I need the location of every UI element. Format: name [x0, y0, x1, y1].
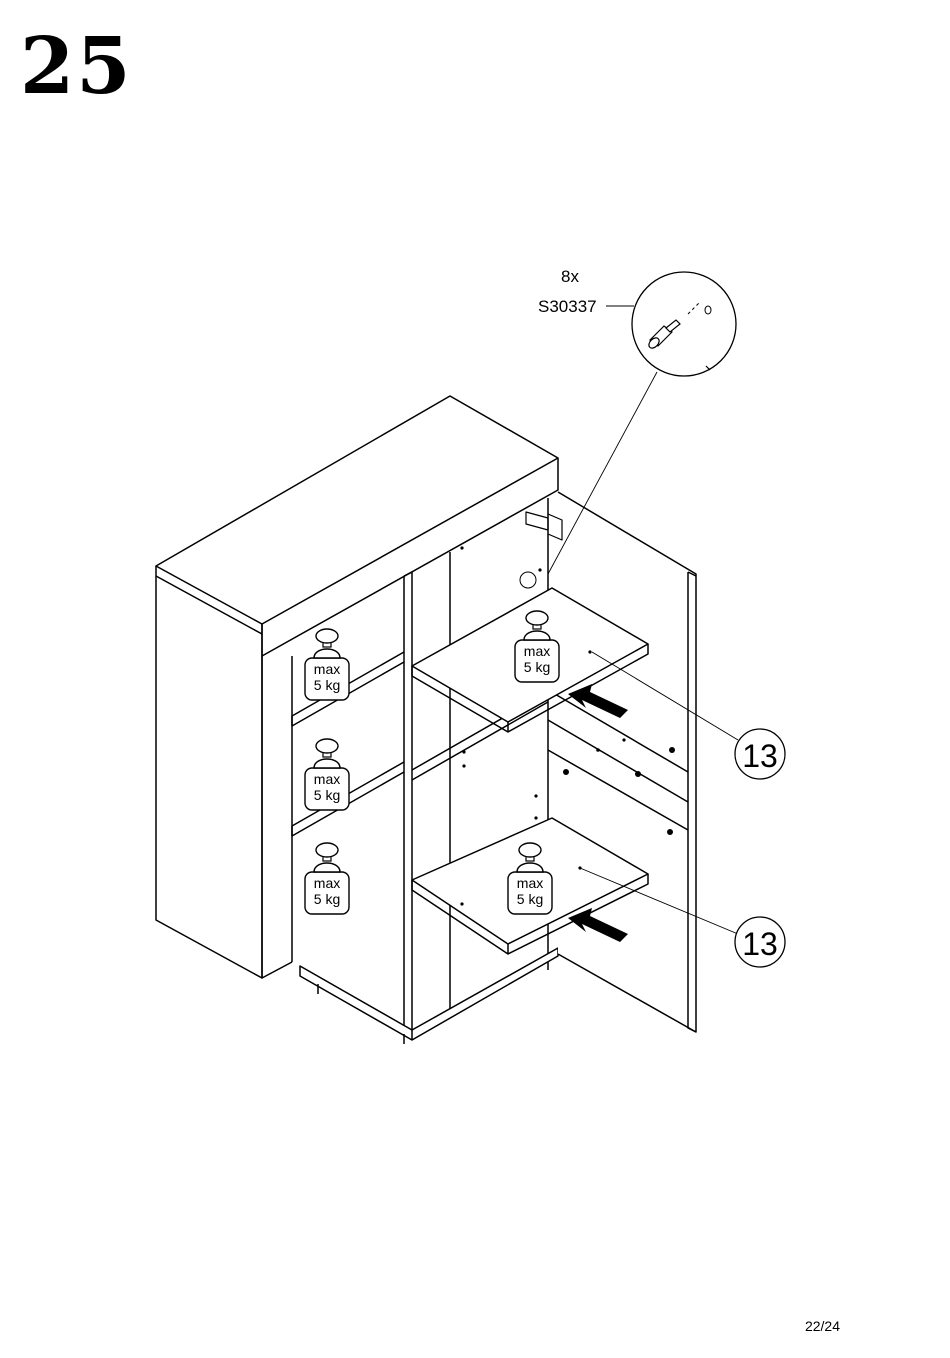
callout-label: 13 [742, 926, 778, 962]
weight-max-5kg: max 5 kg [304, 842, 350, 915]
page-counter: 22/24 [804, 1318, 840, 1334]
weight-max-5kg: max 5 kg [304, 628, 350, 701]
svg-text:max: max [314, 875, 340, 891]
callout-label: 13 [742, 738, 778, 774]
callout-13-upper: 13 [734, 728, 786, 780]
cabinet-base [299, 947, 559, 1041]
cabinet-door [557, 491, 697, 1033]
detail-circle [547, 271, 737, 575]
svg-text:max: max [517, 875, 543, 891]
door-hinge [525, 511, 563, 541]
weight-max-5kg: max 5 kg [304, 738, 350, 811]
weight-max-5kg: max 5 kg [514, 610, 560, 683]
weight-max-5kg: max 5 kg [507, 842, 553, 915]
cabinet-left-panel [155, 576, 263, 979]
svg-text:5 kg: 5 kg [517, 891, 543, 907]
svg-text:5 kg: 5 kg [524, 659, 550, 675]
insert-arrow-icon [568, 908, 628, 942]
insert-arrow-icon [568, 684, 628, 718]
svg-text:max: max [314, 661, 340, 677]
svg-text:5 kg: 5 kg [314, 891, 340, 907]
step-number: 25 [20, 21, 133, 112]
svg-text:5 kg: 5 kg [314, 787, 340, 803]
cabinet-top-surface [155, 395, 559, 625]
svg-text:max: max [314, 771, 340, 787]
shelf-pin-icon [648, 319, 681, 349]
cabinet-middle-divider [403, 571, 413, 1032]
svg-text:max: max [524, 643, 550, 659]
part-code: S30337 [538, 297, 597, 316]
part-quantity: 8x [561, 267, 579, 286]
svg-text:5 kg: 5 kg [314, 677, 340, 693]
callout-13-lower: 13 [734, 916, 786, 968]
